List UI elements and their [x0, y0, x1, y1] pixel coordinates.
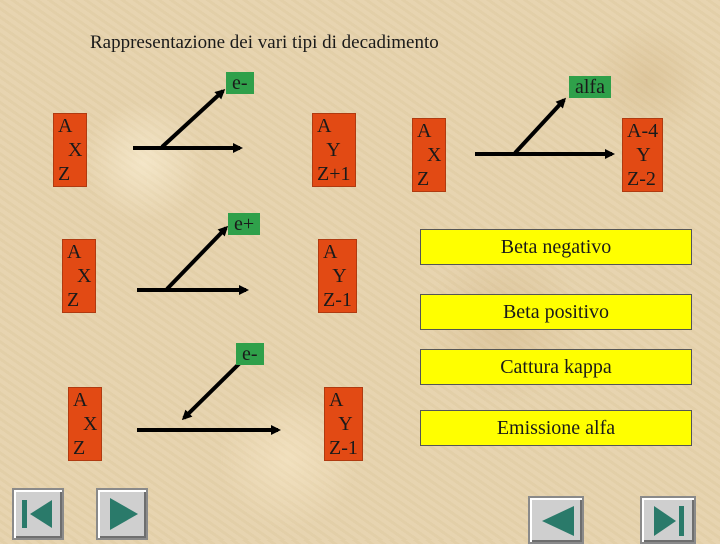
answer-beta-positivo[interactable]: Beta positivo	[420, 294, 692, 330]
beta-plus-particle-label: e+	[228, 213, 261, 235]
last-slide-icon	[654, 506, 684, 536]
beta-minus-parent-nucleus: A X Z	[53, 113, 88, 187]
first-slide-button[interactable]	[12, 488, 64, 540]
capture-absorption-arrow	[181, 354, 249, 421]
beta-minus-emission-arrow	[160, 88, 226, 149]
alpha-daughter-nucleus: A-4 Y Z-2	[622, 118, 664, 192]
alpha-emission-arrow	[513, 97, 567, 155]
capture-daughter-nucleus: A Y Z-1	[324, 387, 363, 461]
capture-particle-label: e-	[236, 343, 264, 365]
alpha-parent-nucleus: A X Z	[412, 118, 447, 192]
alpha-particle-label: alfa	[569, 76, 611, 98]
last-slide-button[interactable]	[640, 496, 696, 544]
beta-plus-parent-nucleus: A X Z	[62, 239, 97, 313]
beta-plus-emission-arrow	[165, 225, 229, 291]
answer-beta-negativo[interactable]: Beta negativo	[420, 229, 692, 265]
next-slide-button[interactable]	[96, 488, 148, 540]
previous-slide-button[interactable]	[528, 496, 584, 544]
beta-plus-daughter-nucleus: A Y Z-1	[318, 239, 357, 313]
beta-minus-daughter-nucleus: A Y Z+1	[312, 113, 356, 187]
page-title: Rappresentazione dei vari tipi di decadi…	[90, 32, 439, 53]
previous-slide-icon	[542, 506, 574, 536]
first-slide-icon	[22, 500, 52, 528]
beta-minus-particle-label: e-	[226, 72, 254, 94]
answer-emissione-alfa[interactable]: Emissione alfa	[420, 410, 692, 446]
answer-cattura-kappa[interactable]: Cattura kappa	[420, 349, 692, 385]
next-slide-icon	[110, 498, 138, 530]
capture-parent-nucleus: A X Z	[68, 387, 103, 461]
